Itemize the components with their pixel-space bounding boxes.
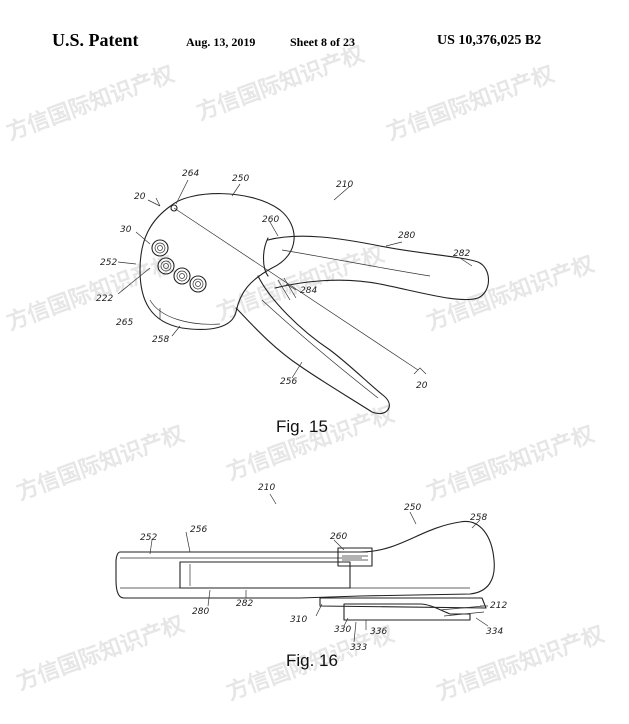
hinge-260-side-hatch (342, 551, 368, 561)
leader-lines-fig16 (149, 493, 489, 643)
leader-lines-fig15 (117, 179, 473, 379)
patent-date: Aug. 13, 2019 (186, 35, 256, 49)
ref-222: 222 (96, 294, 113, 304)
watermark-text: 方信国际知识产权 (433, 621, 608, 706)
ref-310: 310 (290, 615, 307, 625)
ref-282-side: 282 (236, 599, 253, 609)
ref-284: 284 (300, 286, 317, 296)
watermark: 方信国际知识产权 方信国际知识产权 方信国际知识产权 方信国际知识产权 方信国际… (3, 41, 608, 706)
ref-210-side: 210 (258, 483, 275, 493)
page-header: U.S. Patent Aug. 13, 2019 Sheet 8 of 23 … (0, 30, 629, 54)
ref-212: 212 (490, 601, 507, 611)
lower-arm (235, 275, 390, 414)
openings-row (151, 239, 207, 293)
section-line-20 (173, 207, 419, 371)
clip-310 (319, 597, 487, 609)
watermark-text: 方信国际知识产权 (383, 61, 558, 146)
watermark-text: 方信国际知识产权 (423, 251, 598, 336)
upper-arm (267, 235, 490, 301)
ref-260-side: 260 (330, 532, 347, 542)
hinge-284 (277, 277, 297, 301)
hinge-260 (262, 237, 269, 277)
watermark-text: 方信国际知识产权 (13, 421, 188, 506)
side-slot-282 (179, 561, 351, 589)
ref-258: 258 (152, 335, 169, 345)
ref-333: 333 (350, 643, 367, 653)
ref-20-top: 20 (134, 192, 146, 202)
figure-16-label: Fig. 16 (286, 651, 338, 670)
lower-arm-edge (261, 299, 379, 399)
ref-252: 252 (100, 258, 117, 268)
watermark-text: 方信国际知识产权 (3, 251, 178, 336)
ref-260: 260 (262, 215, 279, 225)
figure-15-drawing: 20 264 250 210 260 30 280 282 252 222 28… (96, 169, 490, 414)
watermark-text: 方信国际知识产权 (423, 421, 598, 506)
figure-16-drawing: 210 250 258 252 256 260 280 282 310 330 … (115, 483, 507, 653)
ref-256-side: 256 (190, 525, 207, 535)
ref-282: 282 (453, 249, 470, 259)
ref-258-side: 258 (470, 513, 487, 523)
ref-256: 256 (280, 377, 297, 387)
ref-264: 264 (182, 169, 199, 179)
hinge-260-side (337, 547, 373, 567)
ref-250-side: 250 (404, 503, 421, 513)
upper-arm-edge (281, 249, 431, 277)
ref-250: 250 (232, 174, 249, 184)
pivot-264 (170, 204, 178, 212)
device-head-outline (139, 193, 295, 330)
patent-title: U.S. Patent (52, 30, 139, 50)
watermark-text: 方信国际知识产权 (13, 611, 188, 696)
ref-20-bottom: 20 (416, 381, 428, 391)
ref-280-side: 280 (192, 607, 209, 617)
section-arrow-top (147, 197, 161, 207)
ref-336: 336 (370, 627, 387, 637)
side-body-outline (115, 520, 495, 599)
patent-number: US 10,376,025 B2 (437, 33, 542, 48)
watermark-text: 方信国际知识产权 (3, 61, 178, 146)
device-head-inner-edge (149, 299, 221, 325)
sheet-number: Sheet 8 of 23 (290, 35, 355, 49)
clip-334 (439, 605, 485, 617)
ref-280: 280 (398, 231, 415, 241)
ref-330: 330 (334, 625, 351, 635)
ref-252-side: 252 (140, 533, 157, 543)
ref-334: 334 (486, 627, 503, 637)
ref-265: 265 (116, 318, 133, 328)
ref-30: 30 (120, 225, 132, 235)
figure-15-label: Fig. 15 (276, 417, 328, 436)
watermark-text: 方信国际知识产权 (193, 41, 368, 126)
watermark-text: 方信国际知识产权 (223, 401, 398, 486)
ref-210: 210 (336, 180, 353, 190)
section-arrow-bottom (413, 367, 427, 375)
